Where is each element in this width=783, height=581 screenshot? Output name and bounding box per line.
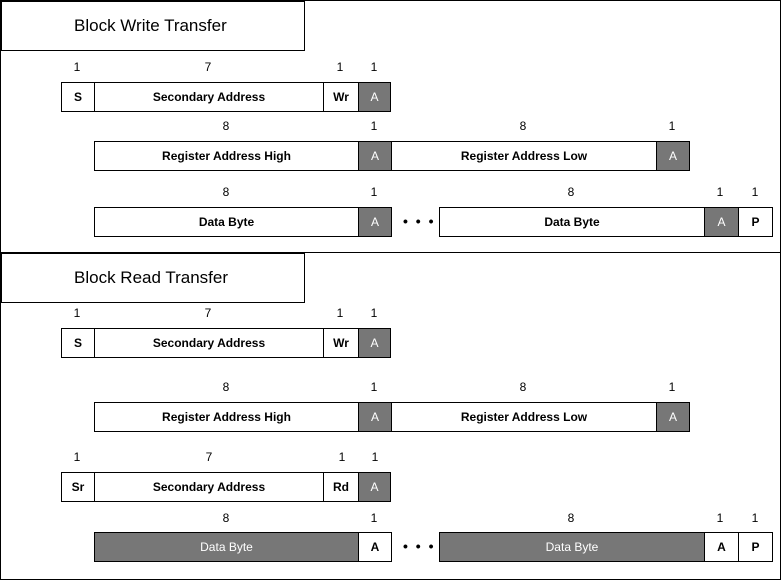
start-field: S	[61, 328, 95, 358]
register-address-low-field: Register Address Low	[391, 141, 657, 171]
bit-count: 1	[336, 60, 344, 74]
bit-count: 8	[222, 511, 230, 525]
block-write-section: Block Write Transfer 1 7 1 1 S Secondary…	[0, 0, 781, 253]
bit-count: 1	[73, 450, 81, 464]
block-write-title: Block Write Transfer	[1, 1, 305, 51]
bit-count: 8	[222, 185, 230, 199]
ack-field: A	[704, 207, 739, 237]
bit-count: 8	[567, 511, 575, 525]
start-field: S	[61, 82, 95, 112]
bit-count: 1	[371, 450, 379, 464]
bit-count: 1	[751, 511, 759, 525]
bit-count: 8	[567, 185, 575, 199]
bit-count: 1	[338, 450, 346, 464]
ack-field: A	[358, 207, 392, 237]
write-bit-field: Wr	[323, 328, 359, 358]
data-byte-field: Data Byte	[94, 207, 359, 237]
bit-count: 1	[370, 380, 378, 394]
bit-count: 1	[668, 380, 676, 394]
bit-count: 8	[519, 119, 527, 133]
bit-count: 7	[204, 306, 212, 320]
data-byte-field: Data Byte	[94, 532, 359, 562]
bit-count: 1	[716, 511, 724, 525]
register-address-low-field: Register Address Low	[391, 402, 657, 432]
register-address-high-field: Register Address High	[94, 402, 359, 432]
read-bit-field: Rd	[323, 472, 359, 502]
bit-count: 1	[370, 306, 378, 320]
ack-field: A	[358, 141, 392, 171]
repeated-start-field: Sr	[61, 472, 95, 502]
data-byte-field: Data Byte	[439, 207, 705, 237]
ack-field: A	[656, 402, 690, 432]
ack-field: A	[704, 532, 739, 562]
secondary-address-field: Secondary Address	[94, 82, 324, 112]
block-read-section: Block Read Transfer 1 7 1 1 S Secondary …	[0, 252, 781, 580]
bit-count: 1	[370, 185, 378, 199]
bit-count: 8	[222, 119, 230, 133]
block-read-title: Block Read Transfer	[1, 253, 305, 303]
stop-field: P	[738, 207, 773, 237]
write-bit-field: Wr	[323, 82, 359, 112]
bit-count: 8	[519, 380, 527, 394]
ack-field: A	[358, 532, 392, 562]
ack-field: A	[358, 402, 392, 432]
secondary-address-field: Secondary Address	[94, 472, 324, 502]
ellipsis: • • •	[403, 213, 436, 229]
ack-field: A	[656, 141, 690, 171]
secondary-address-field: Secondary Address	[94, 328, 324, 358]
bit-count: 1	[751, 185, 759, 199]
bit-count: 1	[370, 60, 378, 74]
ack-field: A	[358, 82, 391, 112]
bit-count: 1	[668, 119, 676, 133]
bit-count: 1	[370, 119, 378, 133]
bit-count: 7	[205, 450, 213, 464]
ellipsis: • • •	[403, 538, 436, 554]
bit-count: 1	[336, 306, 344, 320]
bit-count: 1	[73, 60, 81, 74]
ack-field: A	[358, 472, 391, 502]
bit-count: 1	[716, 185, 724, 199]
ack-field: A	[358, 328, 391, 358]
register-address-high-field: Register Address High	[94, 141, 359, 171]
data-byte-field: Data Byte	[439, 532, 705, 562]
bit-count: 1	[73, 306, 81, 320]
bit-count: 8	[222, 380, 230, 394]
bit-count: 1	[370, 511, 378, 525]
stop-field: P	[738, 532, 773, 562]
bit-count: 7	[204, 60, 212, 74]
